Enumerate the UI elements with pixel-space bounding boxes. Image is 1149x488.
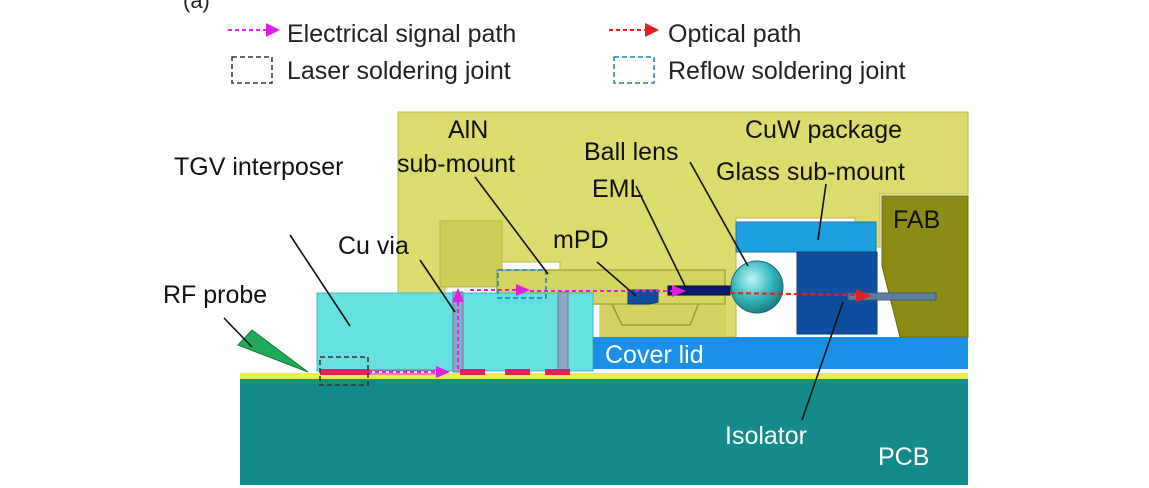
cover-lid: [593, 337, 968, 369]
legend-electrical-signal-path: Electrical signal path: [228, 20, 516, 48]
legend-electrical-label: Electrical signal path: [287, 20, 516, 48]
fab-label: FAB: [893, 206, 940, 234]
eml-label: EML: [592, 175, 644, 203]
aln-leader-line: [474, 176, 549, 275]
mpd-leader-line: [596, 261, 637, 297]
panel-label: (a): [183, 0, 210, 13]
optical-path: [729, 289, 872, 302]
isolator-label: Isolator: [725, 422, 807, 450]
electrical-path-swatch-arrowhead: [266, 23, 280, 37]
eml-leader-line: [635, 185, 687, 289]
eml-chip: [667, 285, 731, 296]
rf-probe-leader-line: [223, 317, 253, 348]
glass-submount-label: Glass sub-mount: [716, 158, 905, 186]
laser-soldering-joint-marker: [319, 356, 369, 386]
optical-path-swatch-arrowhead: [645, 23, 659, 37]
fiber-stub: [847, 292, 937, 301]
rf-probe: [237, 329, 309, 373]
leader-lines: [223, 161, 844, 421]
pcb-solder-strip: [240, 373, 968, 379]
package-left-pillar: [439, 220, 503, 288]
mpd-label: mPD: [553, 226, 609, 254]
legend-optical-label: Optical path: [668, 20, 801, 48]
aln-label-line1: AlN: [448, 116, 488, 144]
aln-label-line2: sub-mount: [397, 150, 515, 178]
interposer-pad: [460, 369, 485, 375]
interposer-pad: [505, 369, 530, 375]
pcb-board: [240, 378, 968, 485]
glass-submount-leader-line: [817, 183, 827, 241]
tgv-interposer-label: TGV interposer: [174, 153, 344, 181]
cu-via-right: [557, 291, 569, 373]
legend-optical-path: Optical path: [609, 20, 801, 48]
reflow-soldering-joint-marker: [497, 269, 547, 299]
legend-reflow-label: Reflow soldering joint: [668, 57, 906, 85]
interposer-pad: [545, 369, 570, 375]
rf-probe-label: RF probe: [163, 281, 267, 309]
isolator-leader-line: [801, 301, 844, 421]
interposer-pad: [320, 369, 370, 375]
cu-via-leader-line: [419, 259, 456, 313]
laser-joint-swatch: [231, 56, 273, 84]
tgv-leader-line: [289, 234, 351, 327]
ball-lens-label: Ball lens: [584, 138, 679, 166]
reflow-joint-swatch: [613, 56, 655, 84]
cuw-package-label: CuW package: [745, 116, 902, 144]
electrical-signal-path: [368, 284, 686, 378]
legend-laser-soldering-joint: Laser soldering joint: [231, 56, 511, 85]
glass-submount: [735, 221, 877, 253]
legend-reflow-soldering-joint: Reflow soldering joint: [613, 56, 906, 85]
cover-lid-label: Cover lid: [605, 341, 704, 369]
ball-lens: [730, 260, 784, 314]
legend-laser-label: Laser soldering joint: [287, 57, 511, 85]
fab-block: [881, 195, 969, 338]
cu-via-label: Cu via: [338, 232, 409, 260]
ball-lens-leader-line: [689, 161, 749, 267]
legend: Electrical signal path Optical path Lase…: [228, 20, 906, 85]
pcb-label: PCB: [878, 443, 929, 471]
